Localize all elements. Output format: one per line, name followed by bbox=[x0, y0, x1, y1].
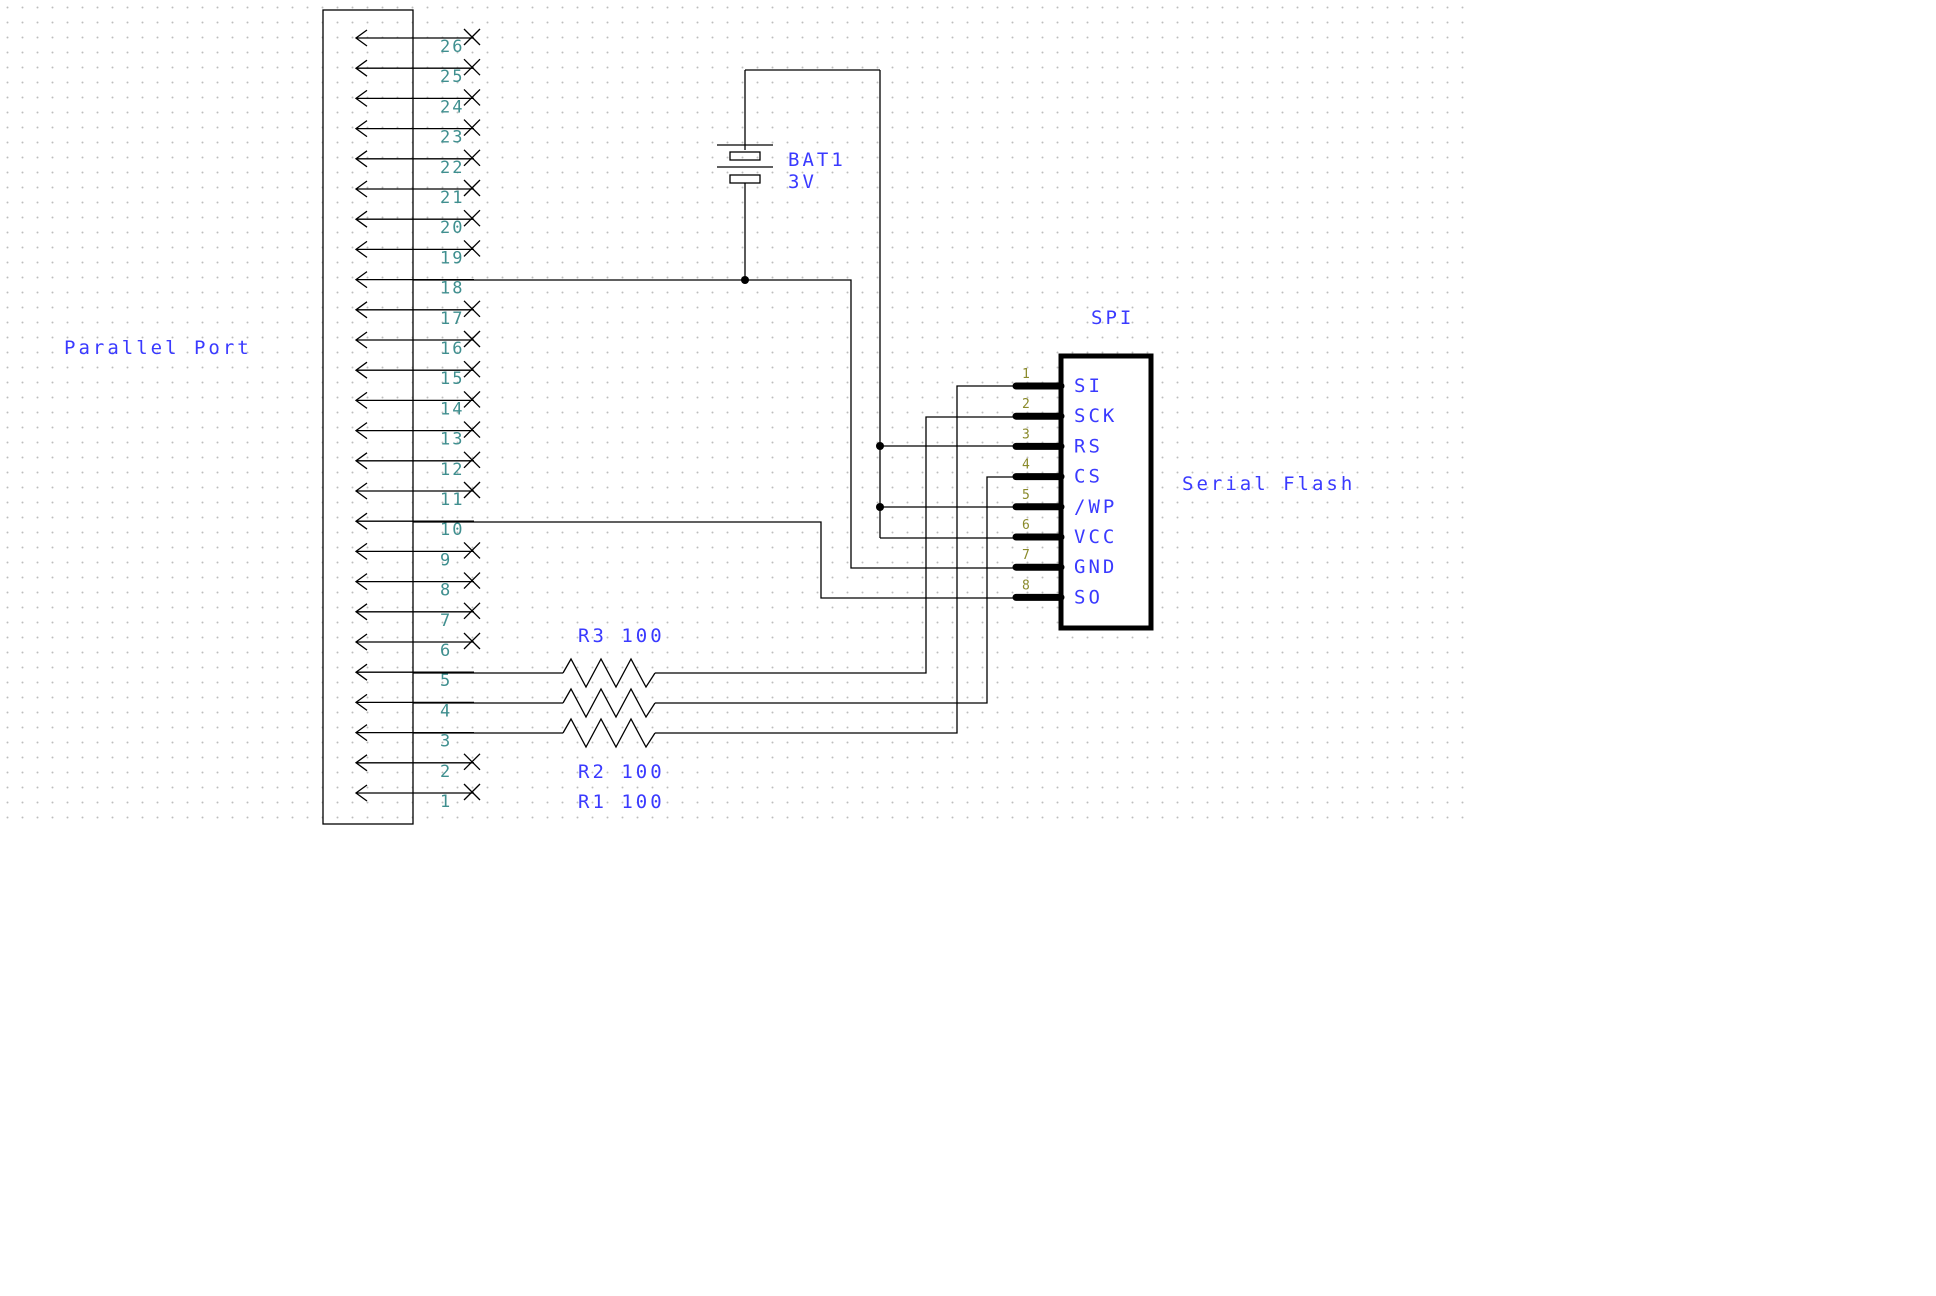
battery-value: 3V bbox=[788, 171, 817, 193]
parallel-port-body bbox=[322, 9, 414, 825]
junction-dot bbox=[876, 442, 884, 450]
parallel-port-pin-number: 1 bbox=[440, 792, 452, 812]
parallel-port-pin-5: 5 bbox=[354, 663, 474, 691]
parallel-port-pin-12: 12 bbox=[354, 451, 481, 480]
parallel-port-pin-6: 6 bbox=[354, 632, 481, 661]
parallel-port-label: Parallel Port bbox=[64, 337, 252, 359]
chip-pin-number: 5 bbox=[1022, 488, 1030, 503]
parallel-port-pin-23: 23 bbox=[354, 119, 481, 148]
junction-dot bbox=[876, 503, 884, 511]
wires bbox=[413, 279, 1028, 734]
chip-pin-name: VCC bbox=[1074, 526, 1117, 548]
parallel-port-pin-number: 24 bbox=[440, 97, 464, 117]
resistors bbox=[562, 657, 656, 749]
junction-dot bbox=[741, 276, 749, 284]
chip-pin-name: GND bbox=[1074, 556, 1117, 578]
chip-pin-name: SI bbox=[1074, 375, 1103, 397]
parallel-port-pin-9: 9 bbox=[354, 541, 481, 570]
resistor-r1 bbox=[562, 717, 656, 749]
parallel-port-pin-number: 4 bbox=[440, 701, 452, 721]
chip-pin-number: 6 bbox=[1022, 518, 1030, 533]
parallel-port-pin-1: 1 bbox=[354, 783, 481, 812]
resistor-label-r2: R2 100 bbox=[578, 761, 665, 783]
resistor-r2 bbox=[562, 687, 656, 719]
parallel-port-pin-number: 25 bbox=[440, 67, 464, 87]
parallel-port-pin-number: 3 bbox=[440, 732, 452, 752]
parallel-port-pin-number: 2 bbox=[440, 762, 452, 782]
parallel-port-pin-14: 14 bbox=[354, 390, 481, 419]
parallel-port-pin-number: 16 bbox=[440, 339, 464, 359]
chip-pin-name: /WP bbox=[1074, 496, 1117, 518]
parallel-port-pin-number: 14 bbox=[440, 399, 464, 419]
parallel-port-pin-number: 15 bbox=[440, 369, 464, 389]
parallel-port-pin-number: 22 bbox=[440, 158, 464, 178]
parallel-port-pin-22: 22 bbox=[354, 149, 481, 178]
battery-ref: BAT1 bbox=[788, 149, 846, 171]
parallel-port-pin-16: 16 bbox=[354, 330, 481, 359]
parallel-port-pin-15: 15 bbox=[354, 360, 481, 389]
chip-pin-number: 3 bbox=[1022, 427, 1030, 442]
parallel-port-pin-number: 6 bbox=[440, 641, 452, 661]
parallel-port-pin-number: 26 bbox=[440, 37, 464, 57]
parallel-port-pin-24: 24 bbox=[354, 88, 481, 117]
chip-pin-name: SO bbox=[1074, 586, 1103, 608]
parallel-port-pin-17: 17 bbox=[354, 300, 481, 329]
parallel-port-pin-number: 21 bbox=[440, 188, 464, 208]
parallel-port-pin-number: 20 bbox=[440, 218, 464, 238]
chip-pin-name: CS bbox=[1074, 466, 1103, 488]
resistor-label-r3: R3 100 bbox=[578, 625, 665, 647]
chip-name-label: Serial Flash bbox=[1182, 473, 1355, 495]
parallel-port-pin-10: 10 bbox=[354, 512, 474, 540]
parallel-port-pin-number: 7 bbox=[440, 611, 452, 631]
parallel-port-pin-7: 7 bbox=[354, 602, 481, 631]
parallel-port-pin-number: 17 bbox=[440, 309, 464, 329]
parallel-port-pin-number: 23 bbox=[440, 128, 464, 148]
chip-pin-name: RS bbox=[1074, 435, 1103, 457]
chip-pin-number: 2 bbox=[1022, 397, 1030, 412]
parallel-port-pin-13: 13 bbox=[354, 421, 481, 450]
chip-ref-label: SPI bbox=[1091, 307, 1134, 329]
parallel-port-pin-number: 11 bbox=[440, 490, 464, 510]
parallel-port-pin-11: 11 bbox=[354, 481, 481, 510]
chip-pin-number: 7 bbox=[1022, 548, 1030, 563]
parallel-port-pins: 2625242322212019181716151413121110987654… bbox=[354, 28, 481, 812]
chip-pin-number: 1 bbox=[1022, 367, 1030, 382]
parallel-port-pin-number: 10 bbox=[440, 520, 464, 540]
parallel-port-pin-number: 8 bbox=[440, 581, 452, 601]
parallel-port-pin-number: 18 bbox=[440, 279, 464, 299]
parallel-port-pin-number: 13 bbox=[440, 430, 464, 450]
parallel-port-pin-number: 19 bbox=[440, 248, 464, 268]
parallel-port-pin-26: 26 bbox=[354, 28, 481, 57]
parallel-port-pin-2: 2 bbox=[354, 753, 481, 782]
chip-pin-name: SCK bbox=[1074, 405, 1117, 427]
parallel-port-pin-20: 20 bbox=[354, 209, 481, 238]
parallel-port-pin-8: 8 bbox=[354, 572, 481, 601]
grid-area bbox=[0, 0, 1470, 830]
battery-symbol bbox=[717, 69, 881, 538]
parallel-port-pin-number: 9 bbox=[440, 550, 452, 570]
serial-flash-chip bbox=[1058, 353, 1154, 631]
parallel-port-pin-25: 25 bbox=[354, 58, 481, 87]
parallel-port-pin-number: 12 bbox=[440, 460, 464, 480]
resistor-r3 bbox=[562, 657, 656, 689]
chip-pin-number: 8 bbox=[1022, 578, 1030, 593]
parallel-port-pin-number: 5 bbox=[440, 671, 452, 691]
chip-pin-number: 4 bbox=[1022, 458, 1030, 473]
parallel-port-pin-21: 21 bbox=[354, 179, 481, 208]
resistor-label-r1: R1 100 bbox=[578, 791, 665, 813]
parallel-port-pin-19: 19 bbox=[354, 239, 481, 268]
